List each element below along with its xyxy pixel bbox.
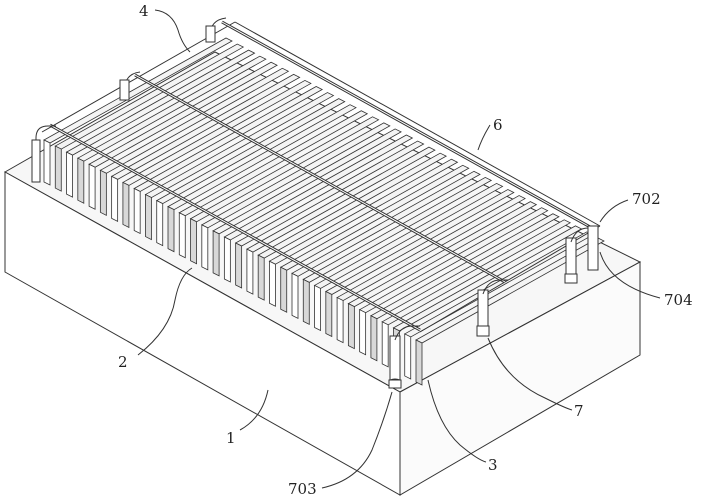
fin-front	[291, 272, 299, 319]
leader-702	[599, 199, 629, 223]
label-703: 703	[288, 480, 317, 498]
label-6: 6	[493, 116, 503, 134]
base-right-face	[399, 261, 641, 496]
fin-front	[381, 321, 389, 368]
reference-numerals: 4 6 702 704 2 7 1 3 703	[118, 2, 693, 498]
leader-3	[427, 379, 487, 463]
fin-front	[359, 309, 367, 356]
fin-front	[66, 151, 73, 198]
label-1: 1	[226, 429, 236, 447]
fin-front	[99, 169, 107, 216]
label-702: 702	[632, 190, 661, 208]
connector-middle-right	[476, 279, 508, 337]
fin-front	[178, 212, 186, 259]
tie-rod-back-inner	[221, 21, 593, 229]
fin-front	[190, 218, 197, 265]
leader-lines	[137, 9, 661, 489]
tie-rods	[49, 20, 593, 332]
fin-front	[133, 187, 141, 235]
fin-front	[145, 193, 152, 241]
connector-front-right	[388, 325, 420, 389]
tie-rod-front-inner	[49, 124, 421, 331]
leader-4	[154, 9, 191, 53]
fin-front	[347, 302, 355, 350]
label-7: 7	[574, 402, 584, 420]
label-2: 2	[118, 353, 128, 371]
fin-front	[111, 175, 119, 223]
fin-front	[370, 315, 378, 362]
fin-front	[212, 230, 220, 277]
fin-front	[415, 339, 423, 386]
label-704: 704	[664, 291, 693, 309]
connector-back-right	[564, 225, 599, 284]
fin-front	[336, 296, 344, 344]
fin-front	[167, 206, 175, 253]
fin-front	[122, 181, 130, 229]
connector-back-left	[205, 17, 227, 43]
fin-front	[325, 290, 333, 338]
leader-703	[321, 391, 393, 489]
leader-2	[137, 267, 193, 356]
fin-front	[302, 278, 310, 326]
leader-7	[487, 337, 573, 411]
connector-front-left	[31, 125, 56, 183]
leader-704	[599, 251, 661, 299]
pipe-connectors	[31, 17, 599, 389]
leader-1	[239, 389, 269, 431]
fin-front	[43, 139, 51, 186]
fin-front	[314, 284, 321, 332]
fin-front	[246, 248, 254, 295]
fin-front	[235, 242, 243, 289]
connector-middle-left	[119, 71, 141, 101]
label-3: 3	[488, 456, 498, 474]
fin-front	[156, 199, 164, 247]
fin-front	[280, 266, 288, 313]
fin-front	[223, 236, 231, 283]
fin-front	[269, 260, 276, 307]
fin-front	[257, 254, 265, 301]
fin-front	[88, 163, 96, 210]
fin-front	[404, 333, 412, 380]
fin-front	[77, 157, 85, 204]
fin-front	[201, 224, 209, 271]
fin-front	[54, 145, 62, 192]
tie-rod-middle-inner	[134, 74, 506, 283]
leader-6	[477, 124, 491, 151]
label-4: 4	[139, 2, 149, 20]
